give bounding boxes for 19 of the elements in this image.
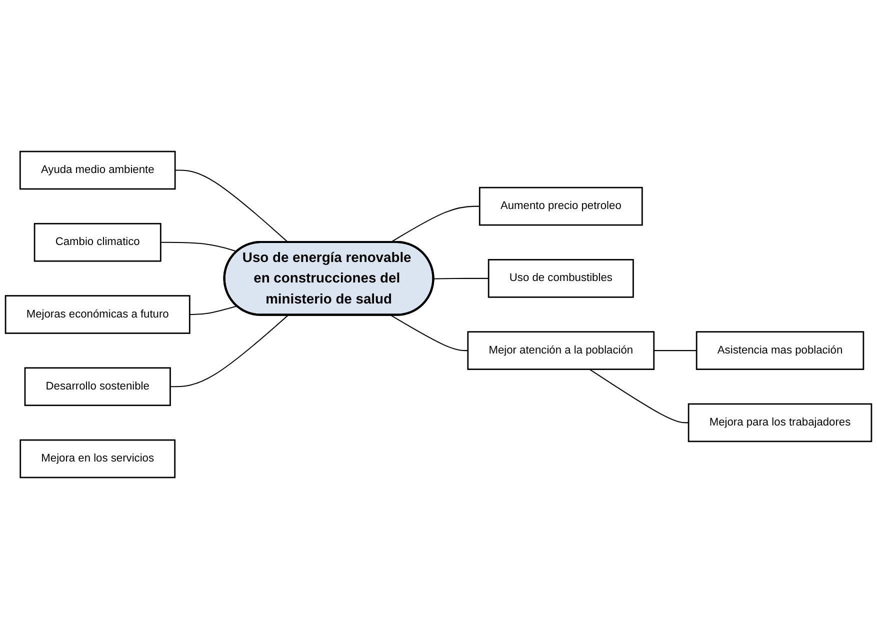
connector [175,170,288,243]
node-box: Mejor atención a la población [467,331,655,370]
node-box: Mejora en los servicios [20,439,176,478]
connector [390,314,468,352]
connector [434,278,489,280]
connector [190,306,238,316]
connector [390,206,480,243]
node-box: Uso de combustibles [488,259,634,298]
node-box: Mejoras económicas a futuro [4,295,190,334]
node-box: Ayuda medio ambiente [19,150,176,190]
connector [170,314,288,388]
connector [589,368,689,424]
node-box: Aumento precio petroleo [478,186,643,226]
node-box: Cambio climatico [34,222,162,262]
connector [160,242,238,252]
node-box: Desarrollo sostenible [24,367,171,406]
node-box: Mejora para los trabajadores [688,403,872,442]
connector [654,350,697,352]
node-box: Asistencia mas población [696,331,864,370]
